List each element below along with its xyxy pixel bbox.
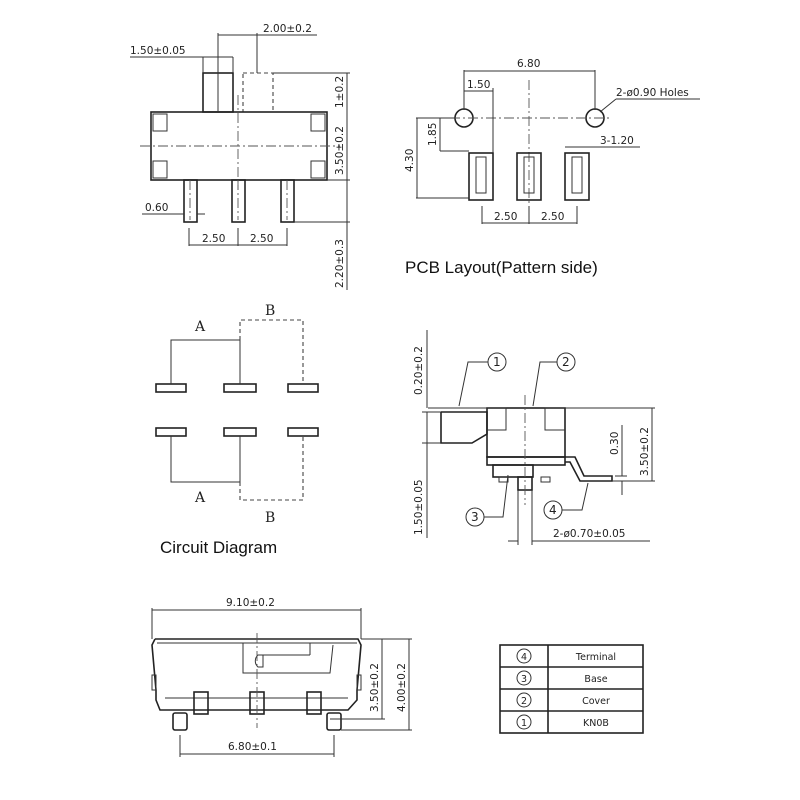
label-b-top: B xyxy=(265,303,275,319)
table-row: 3 Base xyxy=(516,670,608,686)
callout-2 xyxy=(556,352,576,372)
dim-pad-pitch-left: 2.50 xyxy=(494,211,517,223)
dim-knob-pitch: 2.00±0.2 xyxy=(263,23,312,35)
callout-3 xyxy=(465,507,485,527)
dim-pin-width: 0.60 xyxy=(145,202,168,214)
dim-terminal-offset: 0.30 xyxy=(609,432,621,455)
pcb-layout-title: PCB Layout(Pattern side) xyxy=(405,258,598,277)
circuit-diagram: A B A B Circuit Diagram xyxy=(155,303,319,557)
label-a-bottom: A xyxy=(194,490,206,506)
dim-terminal-span: 6.80±0.1 xyxy=(228,741,277,753)
dim-knob-top: 0.20±0.2 xyxy=(413,346,425,395)
contact xyxy=(155,383,187,393)
part-name: Terminal xyxy=(575,652,616,663)
dim-total-height: 4.00±0.2 xyxy=(396,663,408,712)
callout-4 xyxy=(543,500,563,520)
label-b-bottom: B xyxy=(265,510,275,526)
table-row: 2 Cover xyxy=(516,692,610,708)
callout-4-number: 4 xyxy=(549,503,557,517)
top-view: 2.00±0.2 1.50±0.05 1±0.2 3.50±0.2 2.20±0… xyxy=(130,23,350,290)
terminal-pin xyxy=(326,712,342,731)
part-number: 4 xyxy=(521,652,527,663)
pad xyxy=(564,152,590,201)
contact xyxy=(287,427,319,437)
dim-knob-travel: 1±0.2 xyxy=(334,76,346,108)
part-number: 2 xyxy=(521,696,527,707)
dim-pin-pitch-left: 2.50 xyxy=(202,233,225,245)
dim-height-hole: 1.85 xyxy=(427,123,439,146)
pad xyxy=(516,152,542,201)
knob-alt-position xyxy=(242,72,274,113)
callout-2-number: 2 xyxy=(562,355,570,369)
contact xyxy=(223,383,257,393)
contact xyxy=(155,427,187,437)
terminal-tab xyxy=(193,691,209,715)
side-view: 0.20±0.2 1.50±0.05 0.30 3.50±0.2 2-ø0.70… xyxy=(413,330,655,545)
callout-1 xyxy=(487,352,507,372)
contact xyxy=(223,427,257,437)
dim-knob-height: 1.50±0.05 xyxy=(413,479,425,535)
switch-body-front xyxy=(151,638,362,711)
dim-holes: 2-ø0.90 Holes xyxy=(616,87,689,99)
part-name: Base xyxy=(584,674,607,685)
knob xyxy=(440,411,488,444)
callout-1-number: 1 xyxy=(493,355,501,369)
contact xyxy=(287,383,319,393)
part-number: 3 xyxy=(521,674,527,685)
pin xyxy=(280,179,295,223)
table-row: 4 Terminal xyxy=(516,648,616,664)
circuit-diagram-title: Circuit Diagram xyxy=(160,538,277,557)
dim-knob-width: 1.50±0.05 xyxy=(130,45,186,57)
terminal-pin xyxy=(172,712,188,731)
pcb-layout: 6.80 1.50 2-ø0.90 Holes 3-1.20 4.30 1.85… xyxy=(404,58,700,277)
terminal xyxy=(565,456,613,482)
pad xyxy=(468,152,494,201)
dim-post-diameter: 2-ø0.70±0.05 xyxy=(553,528,625,540)
part-name: KN0B xyxy=(583,718,609,729)
dim-body-height: 3.50±0.2 xyxy=(639,427,651,476)
dim-hole-spacing: 6.80 xyxy=(517,58,540,70)
dim-pad-pitch-right: 2.50 xyxy=(541,211,564,223)
label-a-top: A xyxy=(194,319,206,335)
dim-pad-width: 3-1.20 xyxy=(600,135,634,147)
dim-height-total: 4.30 xyxy=(404,149,416,172)
dim-pin-pitch-right: 2.50 xyxy=(250,233,273,245)
callout-3-number: 3 xyxy=(471,510,479,524)
part-name: Cover xyxy=(582,696,610,707)
dim-body-height: 3.50±0.2 xyxy=(369,663,381,712)
pin xyxy=(231,179,246,223)
parts-table: 4 Terminal 3 Base 2 Cover 1 KN0B xyxy=(499,644,644,734)
dim-pin-length: 2.20±0.3 xyxy=(334,239,346,288)
pin xyxy=(183,179,198,223)
dim-width: 9.10±0.2 xyxy=(226,597,275,609)
bottom-view: 9.10±0.2 3.50±0.2 4.00±0.2 6.80±0.1 xyxy=(151,597,412,757)
part-number: 1 xyxy=(521,718,527,729)
base xyxy=(486,456,566,466)
cover xyxy=(486,407,566,458)
table-row: 1 KN0B xyxy=(516,714,609,730)
terminal-tab xyxy=(306,691,322,715)
dim-hole-offset: 1.50 xyxy=(467,79,490,91)
dim-body-height: 3.50±0.2 xyxy=(334,126,346,175)
